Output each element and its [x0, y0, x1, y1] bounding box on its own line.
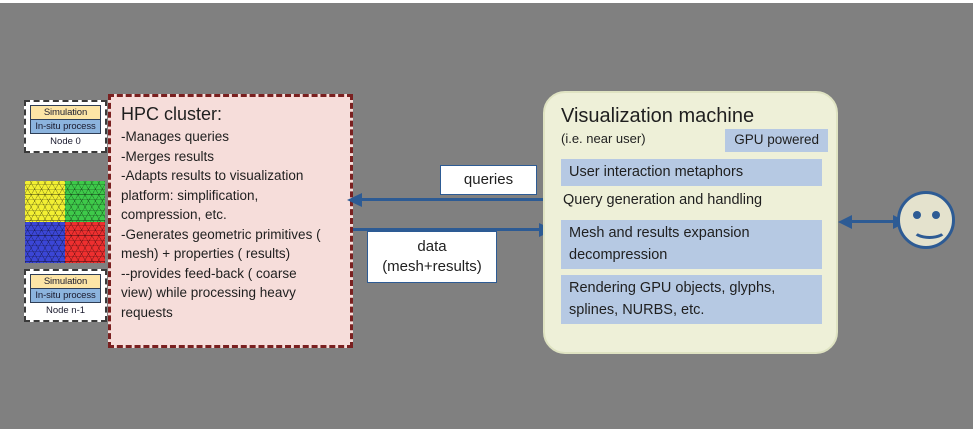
node-n1-simulation-cell: Simulation	[30, 274, 101, 289]
hpc-cluster-title: HPC cluster:	[121, 104, 223, 124]
queries-arrow-label: queries	[440, 165, 537, 195]
node-box-0: Simulation In-situ process Node 0	[24, 100, 107, 153]
queries-arrow-head-icon	[347, 192, 362, 207]
smiley-user-icon	[897, 191, 955, 249]
vis-item-user-interaction: User interaction metaphors	[561, 159, 822, 186]
visualization-machine-subtitle-row: (i.e. near user) GPU powered	[561, 129, 828, 153]
mesh-quadrant-bottom-right	[65, 222, 105, 263]
mesh-quadrant-top-right	[65, 181, 105, 222]
user-arrow-shaft	[851, 220, 897, 223]
hpc-cluster-panel: HPC cluster: -Manages queries -Merges re…	[108, 94, 353, 348]
node-0-insitu-cell: In-situ process	[30, 119, 101, 134]
smiley-eye-right	[932, 211, 940, 219]
mesh-quadrant-top-left	[25, 181, 65, 222]
visualization-machine-subtitle: (i.e. near user)	[561, 131, 646, 146]
data-arrow-label-line-2: (mesh+results)	[382, 258, 482, 275]
hpc-cluster-line: -Generates geometric primitives (	[121, 226, 321, 242]
visualization-machine-title: Visualization machine	[561, 105, 755, 127]
hpc-cluster-line: requests	[121, 304, 173, 320]
smiley-mouth	[912, 220, 947, 239]
hpc-cluster-line: platform: simplification,	[121, 187, 259, 203]
vis-item-query-generation: Query generation and handling	[563, 192, 763, 208]
node-0-simulation-cell: Simulation	[30, 105, 101, 120]
hpc-cluster-line: -Merges results	[121, 148, 215, 164]
hpc-cluster-line: view) while processing heavy	[121, 285, 296, 300]
hpc-cluster-line: compression, etc.	[121, 207, 227, 222]
node-n1-label: Node n-1	[45, 305, 86, 316]
vis-item-mesh-expansion: Mesh and results expansion decompression	[561, 220, 822, 269]
vis-item-rendering: Rendering GPU objects, glyphs, splines, …	[561, 275, 822, 324]
hpc-cluster-line: -Adapts results to visualization	[121, 168, 304, 183]
data-arrow-label: data (mesh+results)	[367, 231, 497, 283]
hpc-cluster-line: -Manages queries	[121, 129, 230, 144]
node-0-label: Node 0	[50, 136, 81, 147]
partitioned-mesh-thumbnail	[25, 181, 105, 263]
queries-arrow-shaft	[360, 198, 546, 201]
smiley-eye-left	[913, 211, 921, 219]
data-arrow-shaft	[353, 228, 539, 231]
node-box-n-1: Simulation In-situ process Node n-1	[24, 269, 107, 322]
hpc-cluster-line: mesh) + properties ( results)	[121, 246, 291, 261]
gpu-powered-badge: GPU powered	[725, 129, 828, 152]
visualization-machine-panel: Visualization machine (i.e. near user) G…	[543, 91, 838, 354]
node-n1-insitu-cell: In-situ process	[30, 288, 101, 303]
user-arrow-head-left-icon	[838, 214, 852, 229]
hpc-cluster-line: --provides feed-back ( coarse	[121, 265, 297, 281]
mesh-quadrant-bottom-left	[25, 222, 65, 263]
data-arrow-label-line-1: data	[417, 238, 447, 255]
